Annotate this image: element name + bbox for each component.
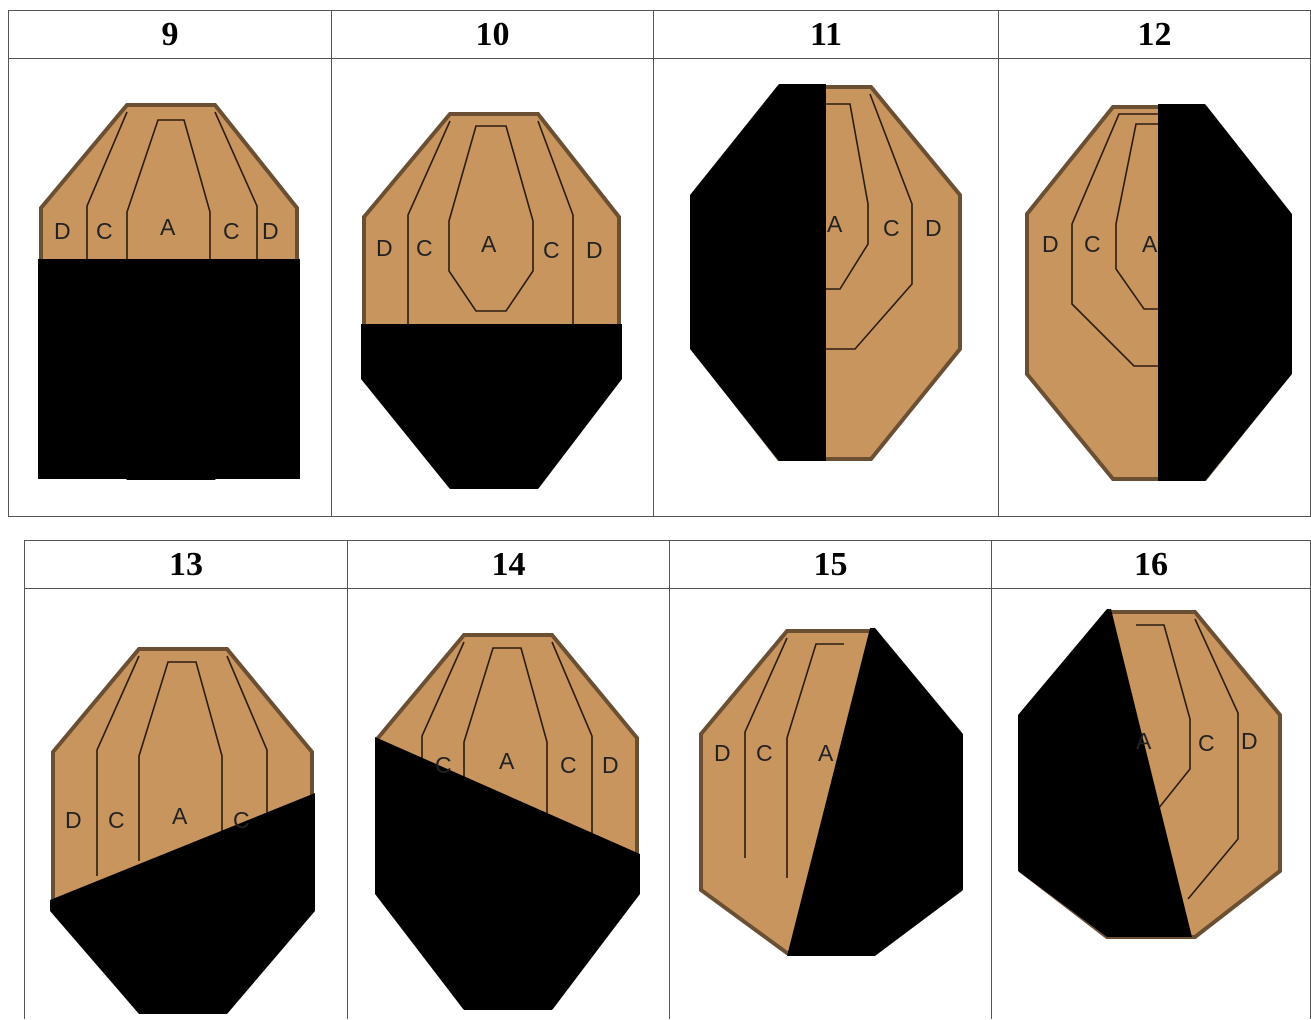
panel-number: 13	[25, 541, 347, 589]
zone-label-a: A	[1142, 231, 1158, 257]
target-11-graphic: A C D	[654, 59, 999, 518]
zone-label-a: A	[499, 748, 515, 774]
target-13-graphic: D C A C	[25, 589, 347, 1020]
panel-16: 16 A C D	[991, 541, 1310, 1019]
panel-10: 10 D C A C D	[331, 11, 653, 516]
zone-label-a: A	[818, 740, 834, 766]
zone-label-d: D	[925, 215, 942, 241]
panel-number: 16	[992, 541, 1310, 589]
target-10-graphic: D C A C D	[332, 59, 654, 518]
zone-label-d: D	[54, 218, 71, 244]
panel-12: 12 D C A	[998, 11, 1310, 516]
zone-label-d: D	[1241, 728, 1258, 754]
target-9-graphic: D C A C D	[9, 59, 331, 518]
zone-label-a: A	[172, 803, 188, 829]
panel-14: 14 C A C D	[347, 541, 669, 1019]
target-14-graphic: C A C D	[348, 589, 670, 1020]
zone-label-c: C	[543, 237, 560, 263]
target-table-row-2: 13 D C A C 14 C A C	[24, 540, 1311, 1019]
zone-label-c: C	[883, 215, 900, 241]
panel-number: 15	[670, 541, 991, 589]
zone-label-a: A	[160, 214, 176, 240]
zone-label-c: C	[435, 752, 452, 778]
zone-label-c: C	[560, 752, 577, 778]
panel-15: 15 D C A	[669, 541, 991, 1019]
panel-13: 13 D C A C	[25, 541, 347, 1019]
panel-number: 11	[654, 11, 998, 59]
zone-label-d: D	[714, 740, 731, 766]
panel-11: 11 A C D	[653, 11, 998, 516]
zone-label-c: C	[223, 218, 240, 244]
zone-label-a: A	[1136, 728, 1152, 754]
target-table-row-1: 9 D C A C D 10 D	[8, 10, 1311, 517]
zone-label-d: D	[1042, 231, 1059, 257]
panel-number: 10	[332, 11, 653, 59]
no-shoot-cover	[690, 84, 826, 461]
zone-label-a: A	[827, 211, 843, 237]
target-12-graphic: D C A	[999, 59, 1311, 518]
target-15-graphic: D C A	[670, 589, 992, 1020]
zone-label-a: A	[481, 231, 497, 257]
zone-label-c: C	[233, 807, 250, 833]
zone-label-d: D	[262, 218, 279, 244]
target-16-graphic: A C D	[992, 589, 1290, 1020]
zone-label-c: C	[96, 218, 113, 244]
no-shoot-cover	[361, 324, 622, 489]
zone-label-c: C	[1198, 730, 1215, 756]
zone-label-d: D	[602, 752, 619, 778]
zone-label-d: D	[376, 235, 393, 261]
zone-label-d: D	[65, 807, 82, 833]
zone-label-c: C	[416, 235, 433, 261]
panel-number: 12	[999, 11, 1310, 59]
panel-number: 9	[9, 11, 331, 59]
no-shoot-cover	[1158, 104, 1292, 481]
zone-label-c: C	[1084, 231, 1101, 257]
panel-number: 14	[348, 541, 669, 589]
zone-label-c: C	[108, 807, 125, 833]
zone-label-d: D	[586, 237, 603, 263]
zone-label-c: C	[756, 740, 773, 766]
panel-9: 9 D C A C D	[9, 11, 331, 516]
